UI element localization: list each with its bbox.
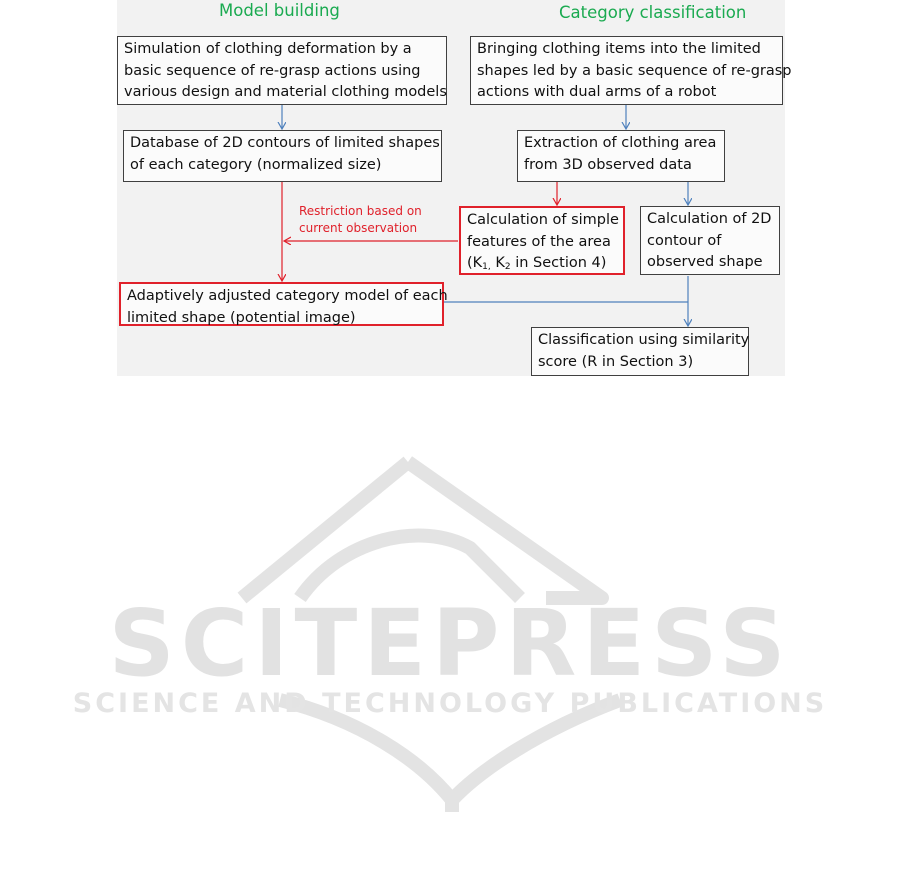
features-k2-sub: 2 — [504, 262, 511, 272]
box-extraction: Extraction of clothing area from 3D obse… — [517, 130, 725, 182]
box-features: Calculation of simple features of the ar… — [459, 206, 625, 275]
box-bringing-line: actions with dual arms of a robot — [477, 84, 717, 100]
box-features-line1: Calculation of simple — [467, 212, 619, 228]
box-classification-line: score (R in Section 3) — [538, 353, 694, 370]
box-extraction-line: from 3D observed data — [524, 156, 692, 173]
box-simulation: Simulation of clothing deformation by a … — [117, 36, 447, 105]
box-bringing-line: Bringing clothing items into the limited — [477, 41, 761, 57]
watermark-main-text: SCITEPRESS — [108, 590, 791, 697]
box-bringing-line: shapes led by a basic sequence of re-gra… — [477, 62, 792, 79]
features-open: (K — [467, 255, 483, 271]
box-bringing: Bringing clothing items into the limited… — [470, 36, 792, 105]
box-features-line3: (K1, K2 in Section 4) — [467, 253, 617, 279]
box-contour: Calculation of 2D contour of observed sh… — [640, 206, 780, 275]
box-database: Database of 2D contours of limited shape… — [123, 130, 442, 182]
box-simulation-line: various design and material clothing mod… — [124, 84, 447, 100]
heading-category-classification: Category classification — [559, 3, 747, 22]
box-contour-line: contour of — [647, 232, 722, 249]
book-logo-icon — [237, 456, 623, 812]
features-k1-sub: 1, — [482, 262, 491, 272]
box-contour-line: Calculation of 2D — [647, 211, 772, 227]
box-adaptive-line: Adaptively adjusted category model of ea… — [127, 288, 448, 304]
box-database-line: of each category (normalized size) — [130, 156, 382, 173]
restriction-label-line: Restriction based on — [299, 204, 422, 218]
heading-model-building: Model building — [219, 1, 340, 20]
features-rest: in Section 4) — [510, 255, 607, 271]
restriction-label: Restriction based on current observation — [299, 203, 422, 237]
box-extraction-line: Extraction of clothing area — [524, 135, 717, 151]
box-classification: Classification using similarity score (R… — [531, 327, 749, 376]
box-simulation-line: Simulation of clothing deformation by a — [124, 41, 412, 57]
watermark-sub-text: SCIENCE AND TECHNOLOGY PUBLICATIONS — [73, 688, 827, 719]
box-features-line2: features of the area — [467, 233, 611, 250]
features-k-mid: K — [490, 255, 505, 271]
box-adaptive-line: limited shape (potential image) — [127, 309, 356, 326]
box-classification-line: Classification using similarity — [538, 332, 750, 348]
box-simulation-line: basic sequence of re-grasp actions using — [124, 62, 421, 79]
box-database-line: Database of 2D contours of limited shape… — [130, 135, 440, 151]
restriction-label-line: current observation — [299, 221, 418, 235]
box-contour-line: observed shape — [647, 254, 763, 270]
box-adaptive: Adaptively adjusted category model of ea… — [119, 282, 448, 326]
